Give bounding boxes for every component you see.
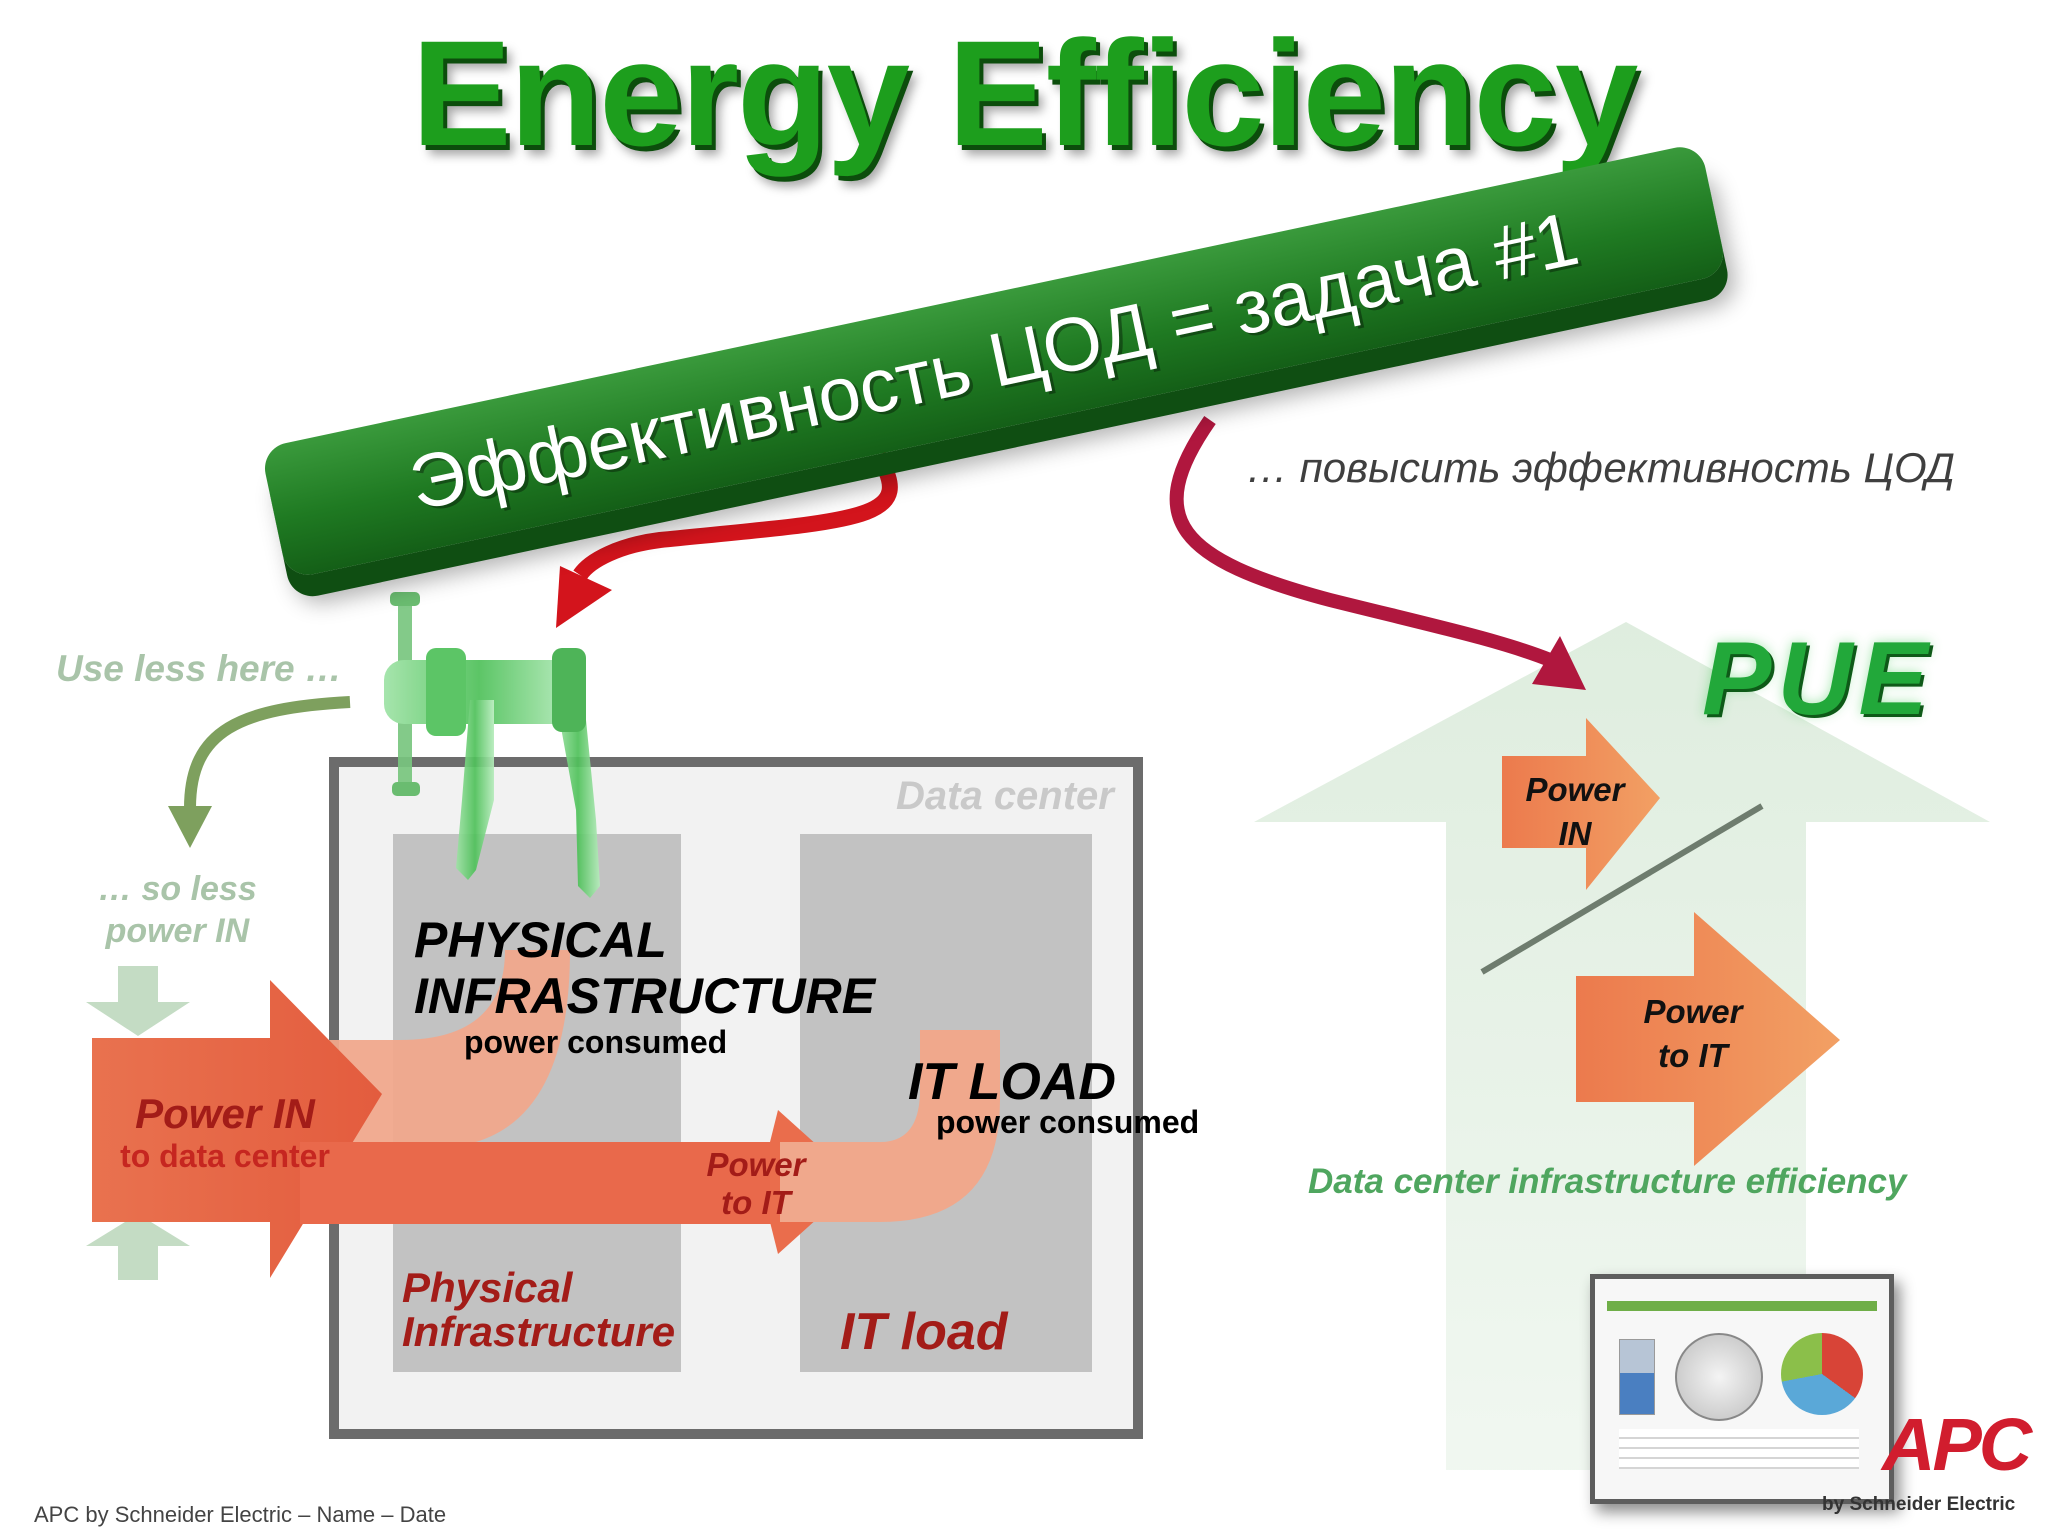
- green-arrow-head: [168, 806, 212, 848]
- crimson-arrow-head: [1532, 636, 1586, 690]
- flow-to-it-load: [780, 1030, 1000, 1222]
- fraction-bottom-arrow: [1576, 912, 1840, 1166]
- pi-heading-line-2: INFRASTRUCTURE: [414, 968, 876, 1024]
- fraction-bottom-line-1: Power: [1643, 993, 1743, 1030]
- so-less-line-2: power IN: [105, 912, 250, 950]
- fraction-top-line-1: Power: [1525, 771, 1625, 808]
- footer-text: APC by Schneider Electric – Name – Date: [34, 1502, 447, 1527]
- it-load-label: IT load: [840, 1303, 1008, 1361]
- fraction-bottom-line-2: to IT: [1658, 1037, 1728, 1074]
- fraction-top-arrow: [1502, 718, 1660, 890]
- fraction-top-label: Power IN: [1510, 768, 1640, 856]
- less-up-arrow: [86, 1214, 190, 1280]
- red-arrow-head: [556, 566, 612, 628]
- so-less-line-1: … so less: [98, 870, 257, 908]
- monitor-pie-chart: [1781, 1333, 1863, 1415]
- monitor-dial-gauge: [1675, 1333, 1763, 1421]
- pue-label: PUE: [1702, 621, 1934, 737]
- physical-infrastructure-label: Physical Infrastructure: [402, 1266, 675, 1354]
- apc-tagline: by Schneider Electric: [1822, 1494, 2016, 1515]
- improve-efficiency-note: … повысить эффективность ЦОД: [1246, 444, 1955, 491]
- apc-logo: APC: [1882, 1403, 2032, 1486]
- physical-infrastructure-heading: PHYSICAL INFRASTRUCTURE: [414, 912, 875, 1024]
- monitor-header-bar: [1607, 1301, 1877, 1311]
- power-to-it-label: Power to IT: [676, 1146, 836, 1222]
- power-to-it-line-1: Power: [706, 1146, 806, 1183]
- fraction-line: [1480, 803, 1764, 975]
- fraction-bottom-label: Power to IT: [1618, 990, 1768, 1078]
- power-in-band: [300, 1142, 780, 1224]
- use-less-label: Use less here …: [56, 648, 342, 689]
- it-load-heading: IT LOAD: [908, 1053, 1116, 1111]
- green-curved-arrow: [184, 696, 351, 809]
- page-title: Energy Efficiency: [411, 9, 1639, 177]
- pi-label-line-2: Infrastructure: [402, 1308, 676, 1355]
- data-center-label: Data center: [896, 774, 1114, 818]
- pi-label-line-1: Physical: [402, 1264, 573, 1311]
- so-less-power-label: … so less power IN: [98, 868, 257, 952]
- power-to-it-line-2: to IT: [721, 1184, 791, 1221]
- crimson-curved-arrow: [1169, 415, 1553, 667]
- less-down-arrow: [86, 966, 190, 1036]
- it-load-sub: power consumed: [936, 1104, 1200, 1140]
- valve-icon: [384, 592, 600, 898]
- monitor-bar-gauge: [1619, 1339, 1655, 1415]
- monitor-text-lines: [1619, 1429, 1859, 1469]
- physical-infrastructure-sub: power consumed: [464, 1024, 728, 1060]
- dcie-caption: Data center infrastructure efficiency: [1308, 1162, 1907, 1201]
- fraction-top-line-2: IN: [1558, 815, 1592, 852]
- monitor-dashboard-icon: [1590, 1274, 1894, 1504]
- red-curved-arrow: [573, 451, 898, 580]
- power-in-label: Power IN: [135, 1090, 315, 1137]
- pi-heading-line-1: PHYSICAL: [414, 912, 667, 968]
- power-in-sub-label: to data center: [120, 1138, 330, 1174]
- monitor-bar-fill: [1620, 1373, 1654, 1414]
